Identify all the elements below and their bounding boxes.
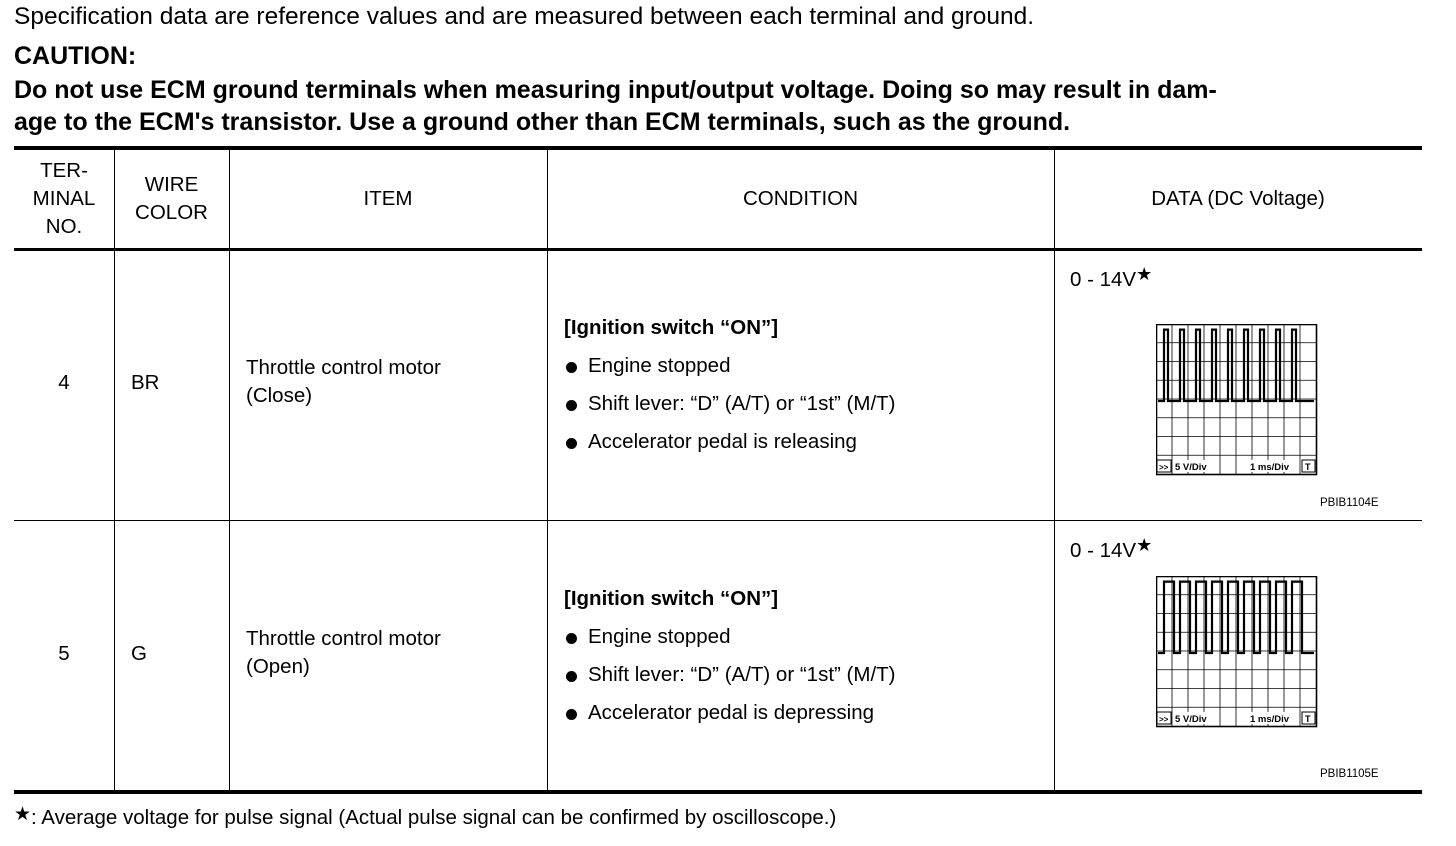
terminal-no: 4: [58, 371, 70, 394]
oscilloscope-waveform: >> 5 V/Div 1 ms/Div T: [1156, 576, 1318, 728]
condition-title: [Ignition switch “ON”]: [564, 316, 779, 339]
wire-color: G: [131, 642, 147, 665]
condition-title: [Ignition switch “ON”]: [564, 587, 779, 610]
scope-waveform-trace: [1158, 328, 1314, 403]
scope-right-badge-text: T: [1305, 462, 1311, 472]
header-terminal-no: TER- MINAL NO.: [14, 150, 114, 248]
condition-item: Engine stopped: [564, 622, 896, 652]
wire-color: BR: [131, 371, 160, 394]
bullet-icon: [566, 671, 577, 682]
scope-left-badge: [1156, 459, 1172, 473]
intro-text: Specification data are reference values …: [14, 3, 1035, 30]
caution-line-1: Do not use ECM ground terminals when mea…: [14, 76, 1217, 104]
header-item: ITEM: [363, 187, 413, 210]
condition-item: Accelerator pedal is releasing: [564, 427, 896, 457]
scope-voltage-scale: 5 V/Div: [1175, 462, 1207, 473]
header-wire-line: COLOR: [135, 201, 208, 224]
condition-item: Shift lever: “D” (A/T) or “1st” (M/T): [564, 389, 896, 419]
condition: [Ignition switch “ON”] Engine stopped Sh…: [564, 313, 896, 465]
condition: [Ignition switch “ON”] Engine stopped Sh…: [564, 584, 896, 736]
bullet-icon: [566, 438, 577, 449]
star-icon: ★: [1136, 535, 1153, 555]
data-value: 0 - 14V★: [1070, 535, 1152, 564]
terminal-spec-table: TER- MINAL NO. WIRE COLOR ITEM CONDITION…: [14, 146, 1422, 794]
header-terminal-line: MINAL: [32, 187, 96, 210]
header-terminal-line: TER-: [40, 159, 88, 182]
scope-voltage-scale: 5 V/Div: [1175, 714, 1207, 725]
header-divider: [14, 248, 1422, 251]
item-name: Throttle control motor (Close): [246, 354, 441, 410]
bullet-icon: [566, 400, 577, 411]
caution-text: Do not use ECM ground terminals when mea…: [14, 74, 1424, 138]
scope-frame: [1156, 576, 1318, 728]
header-condition: CONDITION: [742, 187, 859, 210]
item-line: (Open): [246, 655, 310, 678]
item-line: (Close): [246, 384, 313, 407]
scope-label-bg: [1246, 460, 1298, 472]
column-divider: [229, 150, 230, 790]
star-icon: ★: [14, 804, 32, 825]
scope-left-badge-text: >>: [1159, 715, 1169, 724]
data-value: 0 - 14V★: [1070, 264, 1152, 293]
row-divider: [14, 520, 1422, 521]
bullet-icon: [566, 633, 577, 644]
bullet-icon: [566, 362, 577, 373]
scope-label-bg: [1173, 712, 1219, 724]
scope-time-scale: 1 ms/Div: [1250, 714, 1290, 725]
footnote: ★: Average voltage for pulse signal (Act…: [14, 804, 836, 832]
image-code: PBIB1105E: [1320, 768, 1379, 780]
scope-time-scale: 1 ms/Div: [1250, 462, 1290, 473]
bullet-icon: [566, 709, 577, 720]
scope-right-badge-text: T: [1305, 714, 1311, 724]
oscilloscope-waveform: >> 5 V/Div 1 ms/Div T: [1156, 324, 1318, 476]
scope-left-badge: [1156, 711, 1172, 725]
scope-right-badge: [1301, 459, 1316, 473]
item-line: Throttle control motor: [246, 356, 441, 379]
image-code: PBIB1104E: [1320, 497, 1379, 509]
header-terminal-line: NO.: [45, 215, 83, 238]
column-divider: [114, 150, 115, 790]
scope-label-bg: [1173, 460, 1219, 472]
item-line: Throttle control motor: [246, 627, 441, 650]
condition-item: Engine stopped: [564, 351, 896, 381]
header-data: DATA (DC Voltage): [1151, 187, 1325, 210]
column-divider: [1054, 150, 1055, 790]
item-name: Throttle control motor (Open): [246, 625, 441, 681]
caution-heading: CAUTION:: [14, 42, 137, 70]
footnote-text: : Average voltage for pulse signal (Actu…: [31, 806, 837, 829]
condition-item: Accelerator pedal is depressing: [564, 698, 896, 728]
caution-line-2: age to the ECM's transistor. Use a groun…: [14, 108, 1071, 136]
header-wire-line: WIRE: [144, 173, 199, 196]
scope-waveform-trace: [1158, 580, 1314, 655]
scope-right-badge: [1301, 711, 1316, 725]
scope-label-bg: [1246, 712, 1298, 724]
column-divider: [547, 150, 548, 790]
scope-left-badge-text: >>: [1159, 463, 1169, 472]
terminal-no: 5: [58, 642, 70, 665]
header-wire-color: WIRE COLOR: [114, 150, 229, 248]
star-icon: ★: [1136, 264, 1153, 284]
condition-item: Shift lever: “D” (A/T) or “1st” (M/T): [564, 660, 896, 690]
